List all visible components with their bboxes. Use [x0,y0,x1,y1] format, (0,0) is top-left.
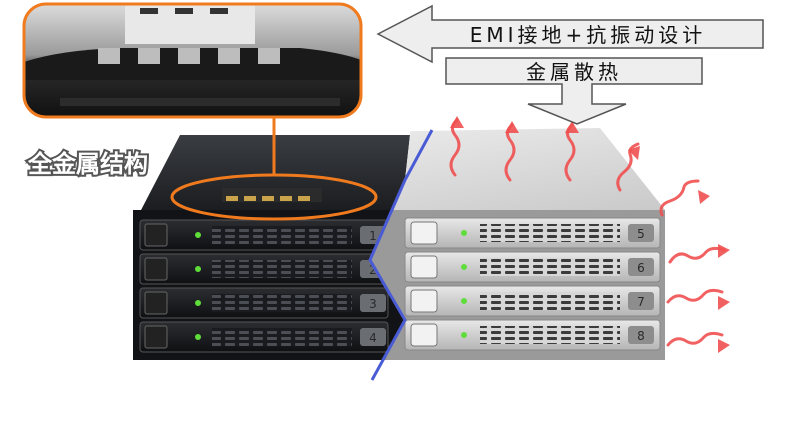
bay-number: 3 [369,297,377,311]
led-indicator [461,298,467,304]
led-indicator [461,264,467,270]
bay-number: 4 [369,331,377,345]
bay-number: 2 [369,263,377,277]
cooling-callout-arrow: 金属散热 [445,57,703,125]
heat-arrowheads [450,116,730,353]
full-metal-text: 全金属结构 [27,150,148,178]
led-indicator [195,334,201,340]
emi-callout-text: EMI接地+抗振动设计 [470,23,707,47]
bay-number: 8 [637,329,645,343]
bay-number: 6 [637,261,645,275]
full-metal-label: 全金属结构 [25,148,150,180]
led-indicator [461,230,467,236]
led-indicator [195,300,201,306]
left-drive-trays [139,219,389,353]
led-indicator [195,266,201,272]
ground-contacts [222,188,322,202]
bay-number: 7 [637,295,645,309]
right-drive-trays [404,217,661,351]
led-indicator [461,332,467,338]
bay-number: 5 [637,227,645,241]
bay-number: 1 [369,229,377,243]
emi-callout-arrow: EMI接地+抗振动设计 [376,4,764,64]
seam-line [368,129,434,381]
led-indicator [195,232,201,238]
cooling-callout-text: 金属散热 [526,60,622,84]
zoom-inset [22,2,363,175]
